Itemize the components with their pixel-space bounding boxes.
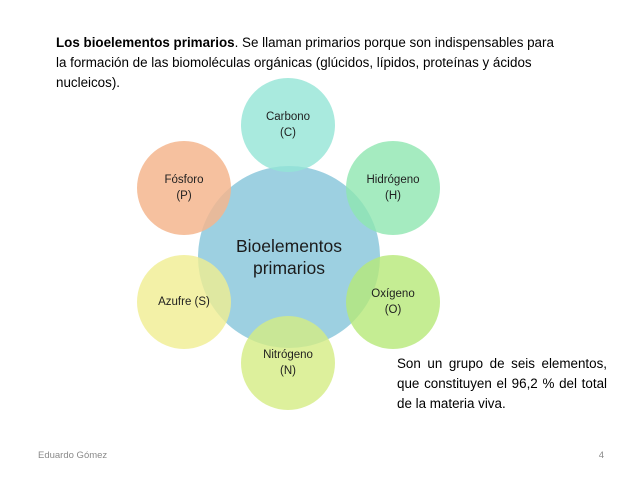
element-hidrogeno: Hidrógeno (H) — [346, 141, 440, 235]
intro-paragraph: Los bioelementos primarios. Se llaman pr… — [56, 33, 556, 93]
footer-author: Eduardo Gómez — [38, 450, 108, 461]
element-carbono: Carbono (C) — [241, 78, 335, 172]
element-name: Oxígeno — [371, 288, 415, 300]
element-nitrogeno: Nitrógeno (N) — [241, 316, 335, 410]
footer-page-number: 4 — [598, 450, 604, 461]
center-line1: Bioelementos — [235, 236, 343, 256]
element-symbol: (O) — [384, 304, 402, 316]
center-line2: primarios — [253, 258, 325, 278]
element-symbol: (N) — [280, 365, 296, 377]
element-symbol: (H) — [385, 190, 401, 202]
element-name: Nitrógeno — [263, 349, 313, 361]
intro-bold: Los bioelementos primarios — [56, 35, 235, 50]
element-name: Hidrógeno — [366, 174, 420, 186]
note-paragraph: Son un grupo de seis elementos, que cons… — [397, 356, 607, 411]
element-azufre: Azufre (S) — [137, 255, 231, 349]
element-name: Fósforo — [164, 174, 204, 186]
element-fosforo: Fósforo (P) — [137, 141, 231, 235]
element-name: Carbono — [265, 111, 311, 123]
element-oxigeno: Oxígeno (O) — [346, 255, 440, 349]
intro-rest: . Se llaman primarios porque son indispe… — [56, 35, 554, 90]
element-name: Azufre (S) — [158, 296, 210, 308]
element-symbol: (C) — [280, 127, 296, 139]
element-symbol: (P) — [176, 190, 192, 202]
